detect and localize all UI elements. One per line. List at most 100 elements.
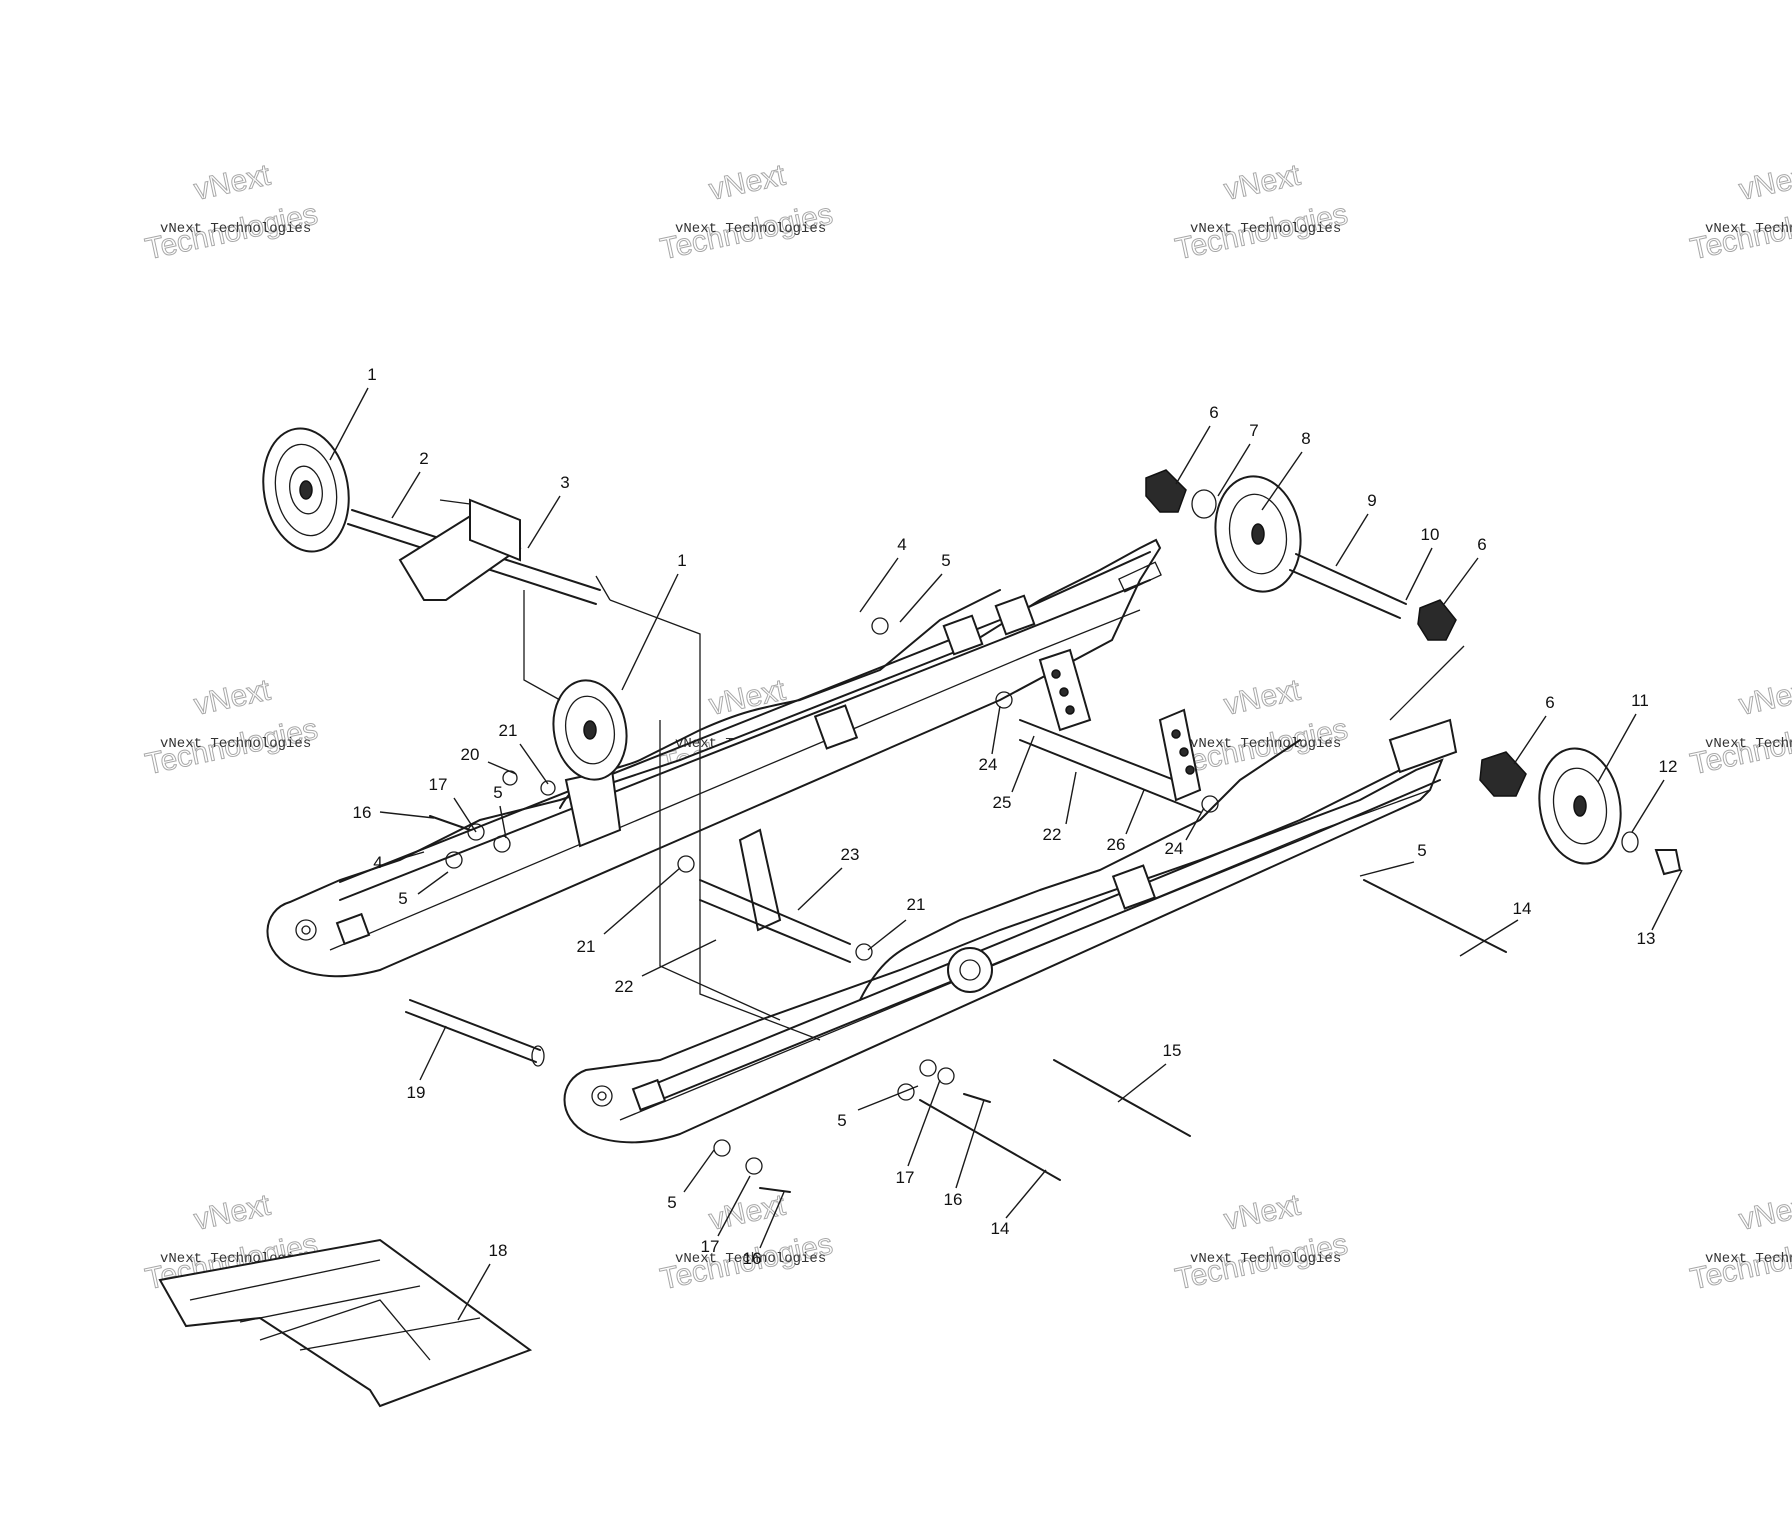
callout-leader-c5d [499,805,507,839]
callout-leader-c5f [1359,861,1415,877]
rear-idler-lower [1479,747,1682,876]
callout-label-c5d: 5 [493,783,502,802]
watermark-small: vNext Technologies [1190,1251,1341,1267]
callout-leader-c20 [487,761,517,775]
watermark-small: vNext Technologies [160,221,311,237]
watermark-small: vNext Technologies [1705,736,1792,752]
callout-label-c4a: 4 [897,535,906,554]
callout-leader-c24a [991,705,1001,755]
callout-label-c11: 11 [1631,691,1649,710]
callout-label-c6b: 6 [1477,535,1486,554]
watermark-vnext: vNext [191,673,274,721]
callout-label-c6a: 6 [1209,403,1218,422]
callout-label-c12: 12 [1659,757,1678,776]
callout-leader-c11 [1597,713,1637,783]
callout-label-c15: 15 [1163,1041,1182,1060]
rear-idler-upper [1145,469,1465,721]
watermark-small: vNext Technologies [160,736,311,752]
callout-leader-c9 [1335,513,1369,567]
callout-leader-c7 [1217,443,1251,497]
watermark-vnext: vNext [1221,1188,1304,1236]
callout-label-c20: 20 [461,745,480,764]
callout-label-c24a: 24 [979,755,998,774]
center-crossmember [677,648,1219,963]
callout-label-c16b: 16 [743,1249,762,1268]
callout-label-c7: 7 [1249,421,1258,440]
callout-label-c5a: 5 [941,551,950,570]
callout-label-c21a: 21 [577,937,596,956]
watermark-small: vNext Technologies [1190,221,1341,237]
watermark-small: vNext Technologies [1190,736,1341,752]
callout-label-c5f: 5 [1417,841,1426,860]
callout-label-c3: 3 [560,473,569,492]
callout-label-c18: 18 [489,1241,508,1260]
callout-leader-c6a [1175,425,1211,485]
hardware [405,617,1507,1193]
callout-label-c14b: 14 [991,1219,1010,1238]
callout-leader-c16a [955,1099,985,1189]
callout-label-c1a: 1 [367,365,376,384]
callout-leader-c16c [379,811,435,819]
callout-label-c21b: 21 [907,895,926,914]
callout-leader-c12 [1631,779,1665,833]
watermark-vnext: vNext [1736,673,1792,721]
callout-label-c6c: 6 [1545,693,1554,712]
callout-leader-c15 [1117,1063,1167,1103]
callout-leader-c23 [797,867,843,911]
watermark-vnext: vNext [1736,158,1792,206]
callout-label-c5b: 5 [837,1111,846,1130]
callout-leader-c14b [1005,1169,1047,1219]
callout-leader-c22b [1065,771,1077,825]
watermark-vnext: vNext [191,1188,274,1236]
callout-leader-c13 [1651,869,1683,931]
right-rail [563,718,1458,1144]
callout-leader-c22a [641,939,717,977]
callout-leader-c17a [907,1079,941,1167]
callout-leader-c25 [1011,735,1035,793]
callout-label-c10: 10 [1421,525,1440,544]
callout-leader-c17b [717,1175,751,1237]
watermark-vnext: vNext [1736,1188,1792,1236]
watermark-small: vNext Technologies [675,1251,826,1267]
callout-leader-c6b [1443,557,1479,605]
callout-leader-c2 [391,471,421,519]
callout-leader-c24b [1185,807,1205,841]
track-section [158,1238,533,1408]
callout-leader-c4a [859,557,899,613]
callout-label-c17b: 17 [701,1237,720,1256]
callout-label-c2: 2 [419,449,428,468]
watermark-vnext: vNext [706,673,789,721]
callout-leader-c3 [527,495,561,549]
callout-leader-c21c [519,743,549,785]
callout-leader-c6c [1513,715,1547,765]
callout-label-c25: 25 [993,793,1012,812]
callout-leader-c1b [621,573,679,691]
callout-leader-c19 [419,1025,447,1081]
callout-label-c21c: 21 [499,721,518,740]
watermark-vnext: vNext [706,1188,789,1236]
callout-leader-c4b [389,851,425,863]
callout-label-c14a: 14 [1513,899,1532,918]
watermark-vnext: vNext [1221,158,1304,206]
callout-label-c17a: 17 [896,1168,915,1187]
callout-label-c22a: 22 [615,977,634,996]
callout-leader-c14a [1459,919,1519,957]
callout-label-c8: 8 [1301,429,1310,448]
callout-leader-c21b [867,919,907,951]
left-rail [266,538,1162,978]
callout-leader-c21a [603,867,681,935]
callout-label-c4b: 4 [373,853,382,872]
callout-leader-c26 [1125,789,1145,835]
callout-leader-c16b [759,1191,785,1249]
callout-leader-c1a [329,387,369,461]
callout-label-c16a: 16 [944,1190,963,1209]
callout-leader-c8 [1261,451,1303,511]
callout-leader-c5b [857,1085,919,1111]
